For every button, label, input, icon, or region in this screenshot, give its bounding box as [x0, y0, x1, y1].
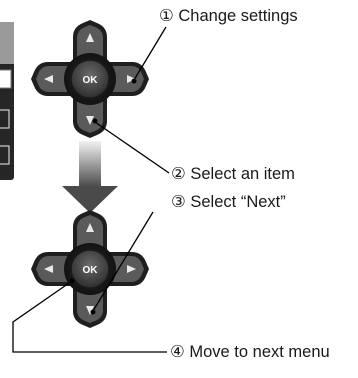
- ok-label: OK: [83, 265, 99, 276]
- dpad-down-button: [73, 283, 107, 328]
- menu-item: [0, 109, 10, 129]
- dpad-bottom: OK: [31, 210, 149, 328]
- transition-arrow: [62, 141, 118, 213]
- dpad-left-button: [31, 62, 76, 96]
- ok-label: OK: [83, 75, 99, 86]
- ok-button: [70, 249, 110, 289]
- menu-item-selected: [0, 69, 12, 89]
- menu-panel: [0, 22, 14, 180]
- menu-item: [0, 145, 10, 165]
- dpad-up-button: [73, 20, 107, 65]
- menu-panel-header: [0, 22, 14, 64]
- transition-arrow-head: [62, 186, 118, 213]
- callout-lines: [12, 26, 170, 353]
- dpad-top: OK: [31, 20, 149, 138]
- callout-line-1: [133, 26, 167, 81]
- callout-dot-1: [131, 78, 137, 84]
- callout-dot-2: [92, 118, 98, 124]
- callout-line-2: [94, 121, 170, 174]
- dpad-left-button: [31, 252, 76, 286]
- callout-dot-3: [90, 309, 96, 315]
- callout-line-3: [92, 211, 154, 312]
- transition-arrow-shaft: [79, 141, 101, 187]
- dpad-up-button: [73, 210, 107, 255]
- callout-line-4: [12, 280, 167, 353]
- callout-select-next: ③ Select “Next”: [171, 193, 286, 211]
- callout-move-next-menu: ④ Move to next menu: [170, 343, 330, 361]
- ok-button: [70, 59, 110, 99]
- callout-select-item: ② Select an item: [171, 165, 295, 183]
- dpad-right-button: [104, 252, 149, 286]
- dpad-right-button: [104, 62, 149, 96]
- callout-change-settings: ① Change settings: [159, 7, 298, 25]
- callout-dot-4: [69, 278, 75, 284]
